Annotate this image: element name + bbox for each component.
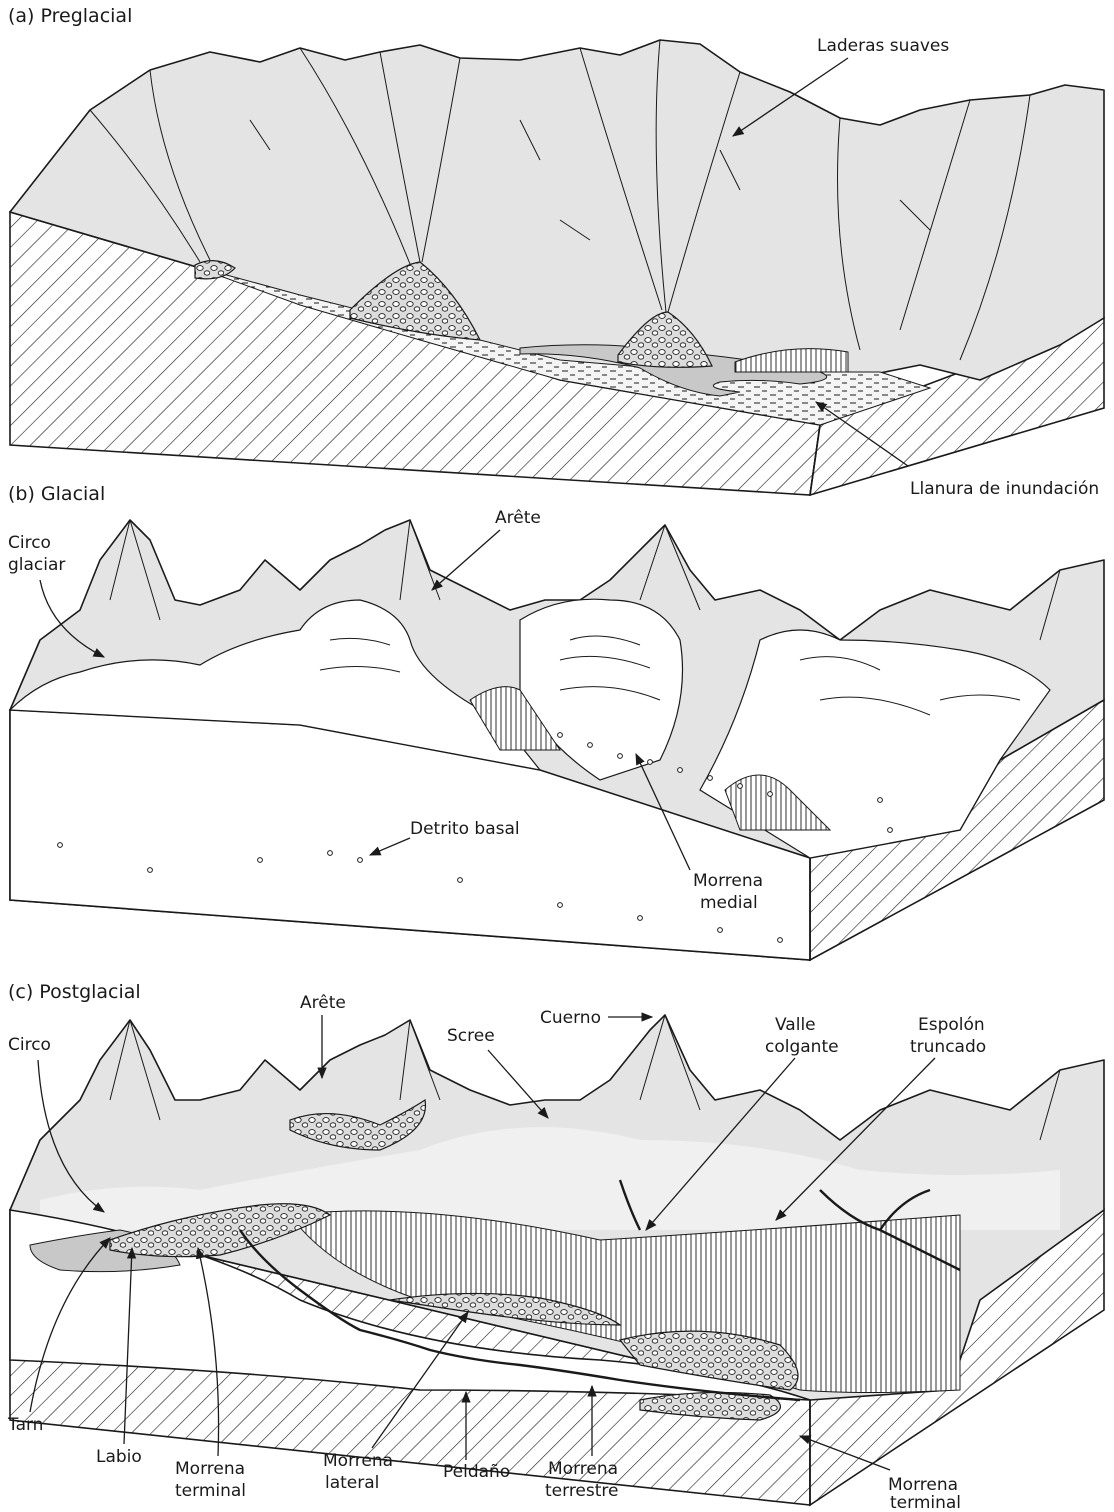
- label-espolon-line2: truncado: [910, 1037, 986, 1057]
- label-circo-glaciar-line2: glaciar: [8, 555, 65, 575]
- label-llanura-inundacion: Llanura de inundación: [910, 479, 1099, 499]
- label-tarn: Tarn: [7, 1415, 43, 1435]
- label-morrena-terrestre-line2: terrestre: [545, 1481, 619, 1501]
- arrow-arete-b: [432, 530, 500, 590]
- label-scree: Scree: [447, 1026, 495, 1046]
- label-morrena-medial-line1: Morrena: [693, 871, 763, 891]
- label-morrena-lateral-line2: lateral: [325, 1473, 379, 1493]
- label-valle-colgante-line2: colgante: [765, 1037, 839, 1057]
- panel-preglacial: (a) Preglacial Laderas suaves Llanura de…: [8, 5, 1104, 499]
- panel-a-title: (a) Preglacial: [8, 5, 132, 27]
- label-circo-c: Circo: [8, 1035, 51, 1055]
- label-morrena-terminal-right-line2: terminal: [890, 1493, 961, 1512]
- panel-b-title: (b) Glacial: [8, 483, 105, 505]
- label-morrena-lateral-line1: Morrena: [323, 1451, 393, 1471]
- label-circo-glaciar-line1: Circo: [8, 533, 51, 553]
- label-morrena-terminal-left-line2: terminal: [175, 1481, 246, 1501]
- label-morrena-terrestre-line1: Morrena: [548, 1459, 618, 1479]
- label-peldano: Peldaño: [443, 1462, 510, 1482]
- panel-glacial: (b) Glacial Circo glaciar Arête Detrito …: [8, 483, 1104, 960]
- label-detrito-basal: Detrito basal: [410, 819, 520, 839]
- panel-c-title: (c) Postglacial: [8, 981, 141, 1003]
- label-arete-c: Arête: [300, 993, 346, 1013]
- panel-postglacial: (c) Postglacial Arête Cuerno Scree Valle…: [7, 981, 1104, 1512]
- label-laderas-suaves: Laderas suaves: [817, 36, 949, 56]
- label-morrena-terminal-left-line1: Morrena: [175, 1459, 245, 1479]
- label-cuerno: Cuerno: [540, 1008, 601, 1028]
- label-arete-b: Arête: [495, 508, 541, 528]
- label-labio: Labio: [96, 1447, 142, 1467]
- label-morrena-terminal-right-line1: Morrena: [888, 1475, 958, 1495]
- label-morrena-medial-line2: medial: [700, 893, 758, 913]
- label-espolon-line1: Espolón: [918, 1015, 985, 1035]
- label-valle-colgante-line1: Valle: [775, 1015, 816, 1035]
